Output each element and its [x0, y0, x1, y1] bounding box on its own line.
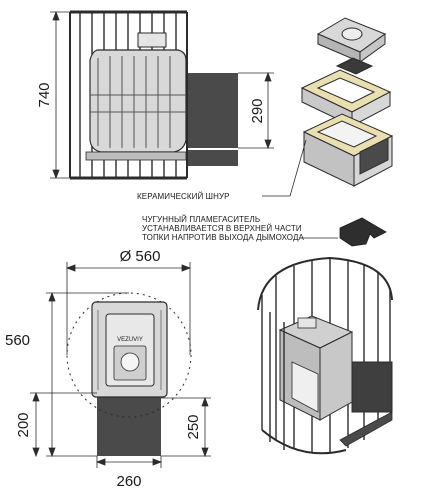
- outlet-3d: [351, 361, 393, 413]
- stove-plan-ribs: [97, 310, 162, 390]
- dim-base-height: 200: [15, 412, 32, 437]
- dim-base-lines: [30, 391, 97, 458]
- plan-view: VEZUVIY Ø 560 560: [5, 248, 211, 490]
- dim-diameter: Ø 560: [120, 248, 161, 265]
- dim-outlet-lines: [161, 396, 211, 458]
- stove-3d-lid: [297, 317, 317, 329]
- exploded-view: [262, 17, 394, 197]
- dim-diameter-lines: [65, 262, 192, 355]
- dim-290-lines: [238, 71, 274, 150]
- flame-damper-icon: [339, 217, 387, 247]
- door-porthole: [120, 352, 140, 372]
- stove-3d-opening: [291, 361, 319, 413]
- stove-top-cap: [137, 32, 167, 48]
- dim-outlet-width: 260: [116, 473, 141, 490]
- dim-740-lines: [50, 10, 70, 180]
- flame-damper-line-2: УСТАНАВЛИВАЕТСЯ В ВЕРХНЕЙ ЧАСТИ: [142, 224, 302, 233]
- flame-damper-line-3: ТОПКИ НАПРОТИВ ВЫХОДА ДЫМОХОДА: [142, 233, 304, 242]
- flame-damper-callout: ЧУГУННЫЙ ПЛАМЕГАСИТЕЛЬ УСТАНАВЛИВАЕТСЯ В…: [142, 215, 387, 247]
- perspective-view: [257, 256, 393, 455]
- flue-block: [186, 73, 238, 148]
- mesh-bottom-ring: [261, 429, 347, 455]
- dim-flue-height: 290: [249, 98, 266, 123]
- stove-3d-side: [319, 331, 353, 421]
- mesh-circle-outline: [66, 292, 192, 418]
- flame-damper-line-1: ЧУГУННЫЙ ПЛАМЕГАСИТЕЛЬ: [142, 215, 260, 224]
- ceramic-cord-leader: [262, 139, 307, 197]
- flame-damper-plate-top: [335, 57, 374, 75]
- flue-lower-block: [186, 150, 238, 166]
- stove-body-side: [89, 49, 187, 153]
- label-ceramic-cord: КЕРАМИЧЕСКИЙ ШНУР: [137, 192, 230, 201]
- dim-total-height: 740: [36, 82, 53, 107]
- mesh-top-ring: [257, 256, 393, 311]
- outlet-block: [97, 393, 161, 456]
- stove-ribs: [90, 56, 186, 148]
- stove-base-side: [85, 151, 187, 161]
- side-view: 740 290: [36, 10, 274, 180]
- dim-width-lines: [95, 456, 163, 468]
- dim-outlet-height: 250: [185, 414, 202, 439]
- dim-depth-lines: [46, 291, 129, 458]
- dim-depth: 560: [5, 332, 30, 349]
- door-brand-label: VEZUVIY: [117, 337, 143, 343]
